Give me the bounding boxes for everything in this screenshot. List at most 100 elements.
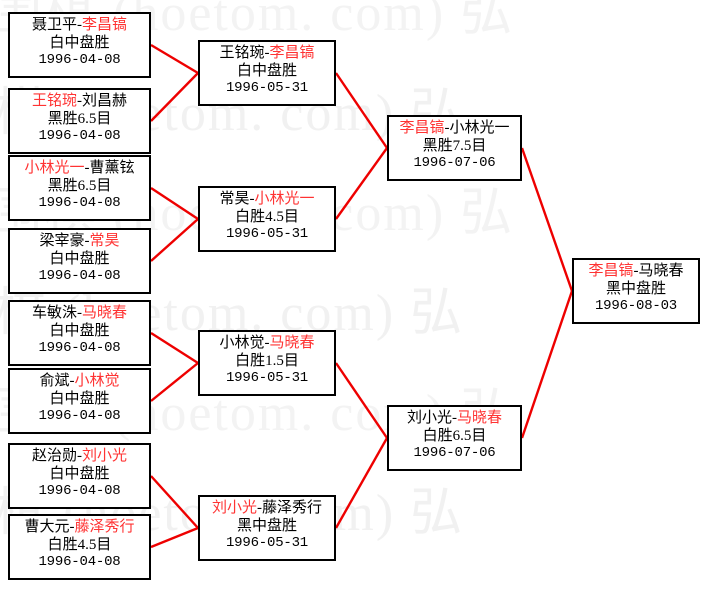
player-left: 曹大元 (24, 519, 70, 535)
player-separator: - (264, 335, 270, 351)
match-result: 白胜4.5目 (235, 208, 299, 225)
match-players: 梁宰豪-常昊 (10, 233, 149, 251)
player-separator: - (633, 263, 639, 279)
match-result: 黑中盘胜 (236, 517, 297, 534)
match-result: 白胜6.5目 (422, 427, 487, 444)
match-result: 黑胜6.5目 (47, 110, 112, 127)
match-result: 白中盘胜 (49, 250, 110, 267)
player-right: 刘昌赫 (82, 93, 128, 109)
player-right: 李昌镐 (82, 17, 128, 33)
match-players: 李昌镐-小林光一 (389, 120, 520, 138)
match-result: 白中盘胜 (49, 34, 110, 51)
player-right: 马晓春 (638, 263, 684, 279)
player-left: 王铭琬 (219, 45, 265, 61)
player-right: 藤泽秀行 (74, 519, 135, 535)
match-date: 1996-07-06 (413, 155, 496, 172)
match-result: 黑胜6.5目 (47, 177, 112, 194)
player-right: 藤泽秀行 (262, 500, 323, 516)
player-left: 常昊 (219, 191, 250, 207)
player-separator: - (77, 305, 82, 321)
player-right: 马晓春 (457, 410, 503, 426)
player-left: 俞斌 (39, 373, 70, 389)
match-date: 1996-05-31 (225, 370, 308, 387)
player-left: 李昌镐 (399, 120, 445, 136)
player-separator: - (264, 45, 270, 61)
match-players: 王铭琬-刘昌赫 (10, 93, 149, 111)
match-players: 小林光一-曹薰铉 (10, 160, 149, 178)
match-date: 1996-05-31 (225, 535, 308, 552)
player-separator: - (84, 233, 90, 249)
match-players: 俞斌-小林觉 (10, 373, 149, 391)
player-left: 小林光一 (24, 160, 85, 176)
player-right: 小林光一 (254, 191, 315, 207)
match-result: 白中盘胜 (49, 390, 110, 407)
player-separator: - (69, 519, 75, 535)
player-separator: - (257, 500, 262, 516)
player-left: 小林觉 (219, 335, 265, 351)
match-players: 李昌镐-马晓春 (574, 263, 698, 281)
player-right: 马晓春 (82, 305, 128, 321)
player-left: 聂卫平 (31, 17, 77, 33)
match-date: 1996-07-06 (413, 445, 496, 462)
player-separator: - (444, 120, 450, 136)
match-date: 1996-04-08 (38, 483, 121, 500)
player-right: 马晓春 (269, 335, 315, 351)
player-left: 李昌镐 (588, 263, 634, 279)
match-date: 1996-04-08 (38, 195, 121, 212)
match-date: 1996-04-08 (38, 128, 121, 145)
player-right: 小林觉 (74, 373, 120, 389)
match-players: 聂卫平-李昌镐 (10, 17, 149, 35)
match-result: 白胜4.5目 (47, 536, 112, 553)
match-result: 黑胜7.5目 (422, 137, 487, 154)
match-date: 1996-04-08 (38, 52, 121, 69)
player-left: 梁宰豪 (39, 233, 85, 249)
player-separator: - (452, 410, 457, 426)
player-separator: - (84, 160, 90, 176)
player-separator: - (69, 373, 75, 389)
player-right: 李昌镐 (269, 45, 315, 61)
match-date: 1996-08-03 (594, 298, 677, 315)
match-players: 曹大元-藤泽秀行 (10, 519, 149, 537)
match-players: 刘小光-藤泽秀行 (200, 500, 334, 518)
player-left: 赵治勋 (31, 448, 77, 464)
player-right: 小林光一 (449, 120, 510, 136)
player-right: 常昊 (89, 233, 120, 249)
match-result: 白中盘胜 (49, 322, 110, 339)
match-date: 1996-05-31 (225, 80, 308, 97)
player-separator: - (77, 448, 82, 464)
player-right: 刘小光 (82, 448, 128, 464)
player-left: 车敏洙 (31, 305, 77, 321)
match-players: 小林觉-马晓春 (200, 335, 334, 353)
match-players: 刘小光-马晓春 (389, 410, 520, 428)
match-date: 1996-04-08 (38, 408, 121, 425)
match-players: 车敏洙-马晓春 (10, 305, 149, 323)
match-result: 黑中盘胜 (605, 280, 666, 297)
match-result: 白胜1.5目 (235, 352, 299, 369)
player-left: 刘小光 (406, 410, 452, 426)
match-date: 1996-04-08 (38, 340, 121, 357)
player-separator: - (77, 93, 82, 109)
match-date: 1996-04-08 (38, 268, 121, 285)
match-date: 1996-04-08 (38, 554, 121, 571)
match-date: 1996-05-31 (225, 226, 308, 243)
match-players: 王铭琬-李昌镐 (200, 45, 334, 63)
player-separator: - (77, 17, 82, 33)
player-separator: - (249, 191, 255, 207)
